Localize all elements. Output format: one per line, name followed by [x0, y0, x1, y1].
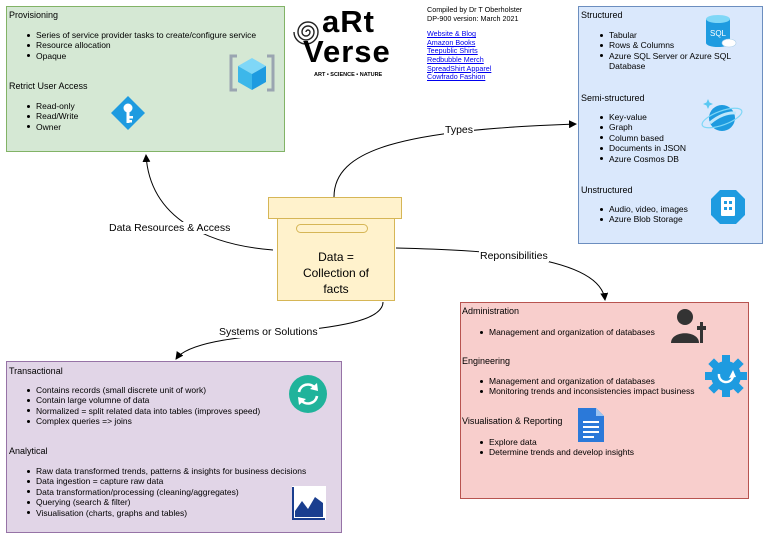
sync-icon	[289, 375, 327, 413]
list-item: Monitoring trends and inconsistencies im…	[480, 386, 695, 397]
credits-author: Compiled by Dr T Oberholster	[427, 5, 523, 14]
resource-cube-icon	[229, 54, 275, 92]
list-item: Normalized = split related data into tab…	[26, 405, 261, 416]
list-item: Key-value	[600, 112, 686, 122]
list-item: Read-only	[26, 101, 78, 111]
list-item: Explore data	[479, 437, 634, 447]
structured-list: Tabular Rows & Columns Azure SQL Server …	[597, 30, 731, 72]
list-item: Series of service provider tasks to crea…	[26, 30, 257, 40]
key-icon	[111, 96, 145, 130]
transactional-list: Contains records (small discrete unit of…	[24, 385, 260, 427]
credits: Compiled by Dr T Oberholster DP-900 vers…	[427, 5, 523, 82]
list-item: Graph	[600, 122, 686, 132]
list-item: Contain large volumne of data	[26, 395, 260, 405]
administration-list: Management and organization of databases	[477, 327, 655, 337]
analytical-list: Raw data transformed trends, patterns & …	[24, 466, 306, 518]
list-item: Azure Blob Storage	[600, 214, 688, 224]
analytical-title: Analytical	[9, 446, 48, 456]
link-cowfrado[interactable]: Cowfrado Fashion	[427, 72, 486, 82]
list-item: Contains records (small discrete unit of…	[26, 385, 260, 395]
document-icon	[578, 408, 604, 442]
engineering-title: Engineering	[462, 356, 511, 366]
logo-line1: aRt	[322, 4, 375, 39]
gear-icon	[705, 355, 747, 397]
engineering-list: Management and organization of databases…	[477, 376, 695, 397]
list-item: Determine trends and develop insights	[479, 447, 635, 458]
list-item: Audio, video, images	[600, 204, 688, 214]
list-item: Read/Write	[26, 111, 79, 122]
cosmos-db-icon	[701, 99, 743, 131]
sql-icon-label: SQL	[710, 29, 727, 38]
list-item: Visualisation (charts, graphs and tables…	[26, 508, 306, 518]
data-center-text: Data = Collection of facts	[277, 249, 395, 297]
semi-structured-list: Key-value Graph Column based Documents i…	[597, 112, 686, 164]
list-item: Column based	[600, 133, 686, 143]
list-item: Tabular	[599, 30, 731, 40]
visualisation-title: Visualisation & Reporting	[462, 416, 563, 426]
link-website[interactable]: Website & Blog	[427, 29, 477, 39]
link-amazon[interactable]: Amazon Books	[427, 37, 476, 47]
list-item-cont: Database	[609, 61, 646, 72]
link-spreadshirt[interactable]: SpreadShirt Apparel	[427, 63, 492, 73]
provisioning-list: Series of service provider tasks to crea…	[24, 30, 256, 61]
list-item: Documents in JSON	[600, 143, 686, 154]
list-item: Querying (search & filter)	[26, 497, 306, 507]
area-chart-icon	[292, 486, 326, 520]
edge-types	[333, 120, 577, 198]
list-item: Data ingestion = capture raw data	[26, 476, 306, 486]
unstructured-list: Audio, video, images Azure Blob Storage	[597, 204, 688, 225]
edge-label-responsibilities: Reponsibilities	[479, 250, 549, 262]
center-line2: Collection of	[302, 266, 370, 280]
edge-label-systems: Systems or Solutions	[218, 326, 319, 338]
list-item: Raw data transformed trends, patterns & …	[26, 466, 307, 476]
data-box-lid	[268, 197, 402, 219]
provisioning-title: Provisioning	[9, 10, 59, 20]
unstructured-title: Unstructured	[581, 185, 633, 195]
edge-data-resources	[142, 154, 274, 251]
link-teepublic[interactable]: Teepublic Shirts	[427, 46, 478, 56]
admin-user-icon	[671, 309, 706, 343]
list-item: Data transformation/processing (cleaning…	[26, 487, 306, 497]
structured-title: Structured	[581, 10, 623, 20]
edge-label-types: Types	[444, 124, 475, 136]
list-item: Azure Cosmos DB	[600, 154, 686, 164]
logo-tagline: ART • SCIENCE • NATURE	[314, 72, 383, 78]
restrict-access-title: Retrict User Access	[9, 81, 88, 91]
edge-label-data-resources: Data Resources & Access	[108, 222, 232, 234]
sql-database-icon: SQL	[706, 15, 737, 48]
logo-line2: Verse	[303, 34, 391, 69]
transactional-title: Transactional	[9, 366, 63, 376]
list-item: Management and organization of databases	[480, 376, 695, 386]
list-item: Owner	[26, 122, 78, 132]
credits-version: DP-900 version: March 2021	[427, 13, 519, 23]
list-item: Resource allocation	[26, 40, 256, 50]
visualisation-list: Explore data Determine trends and develo…	[477, 437, 634, 458]
list-item: Azure SQL Server or Azure SQL	[599, 50, 732, 61]
link-redbubble[interactable]: Redbubble Merch	[427, 54, 484, 64]
list-item: Management and organization of databases	[480, 327, 655, 337]
center-line3: facts	[323, 282, 349, 296]
administration-title: Administration	[462, 306, 520, 316]
blob-storage-icon	[711, 190, 745, 224]
data-box-handle	[296, 224, 368, 233]
restrict-access-list: Read-only Read/Write Owner	[24, 101, 78, 132]
center-line1: Data =	[318, 250, 354, 264]
systems-panel	[6, 361, 342, 533]
spiral-logo-icon	[293, 21, 319, 45]
list-item: Opaque	[26, 51, 256, 61]
list-item: Rows & Columns	[599, 40, 731, 50]
list-item: Complex queries => joins	[26, 416, 260, 426]
semi-structured-title: Semi-structured	[581, 93, 645, 103]
